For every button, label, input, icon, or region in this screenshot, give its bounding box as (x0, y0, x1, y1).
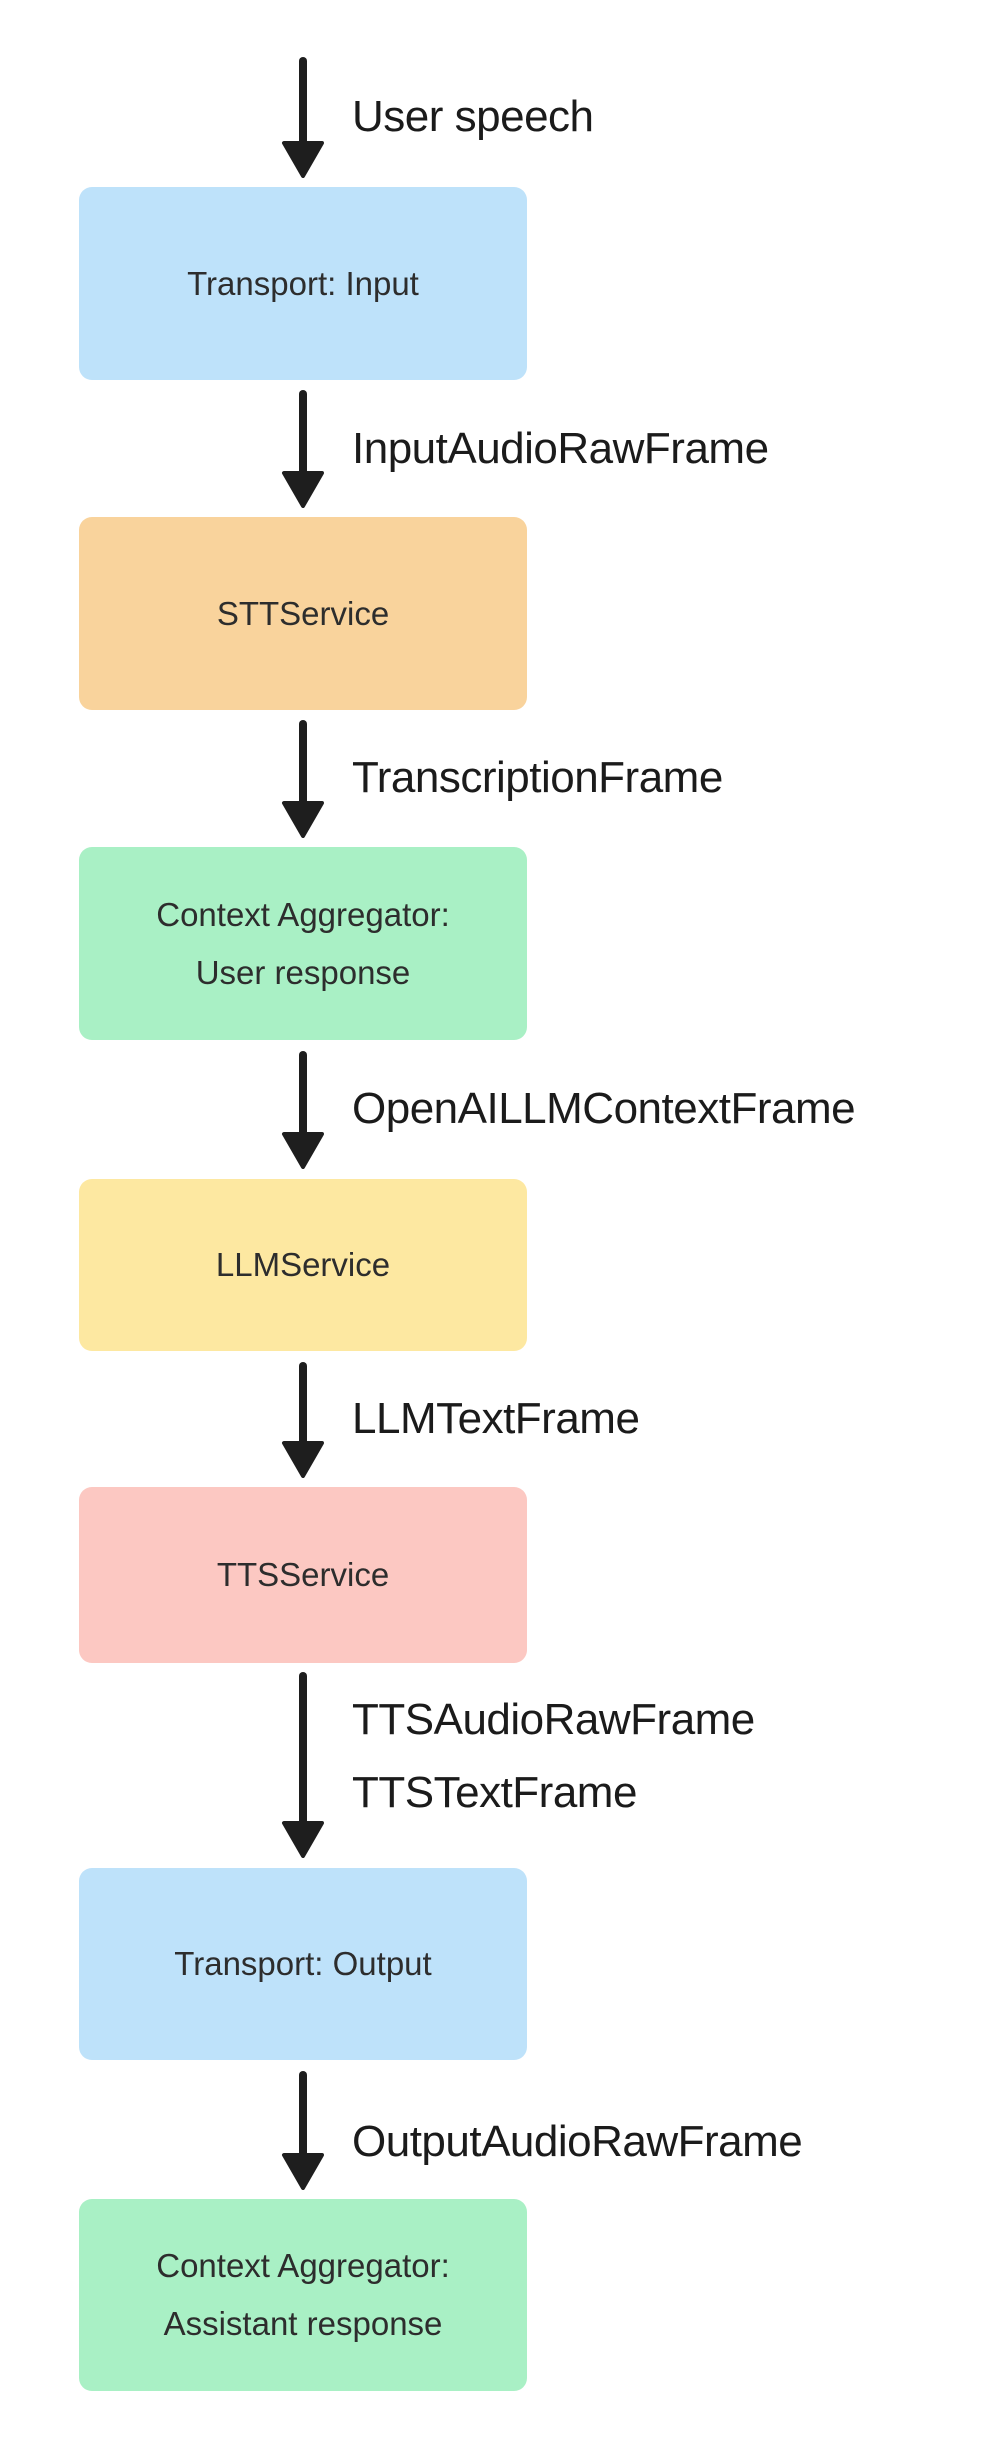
node-label: LLMService (215, 1246, 391, 1283)
node-label: TTSService (216, 1556, 390, 1593)
node-label-line2: Assistant response (163, 2305, 443, 2342)
node-context-aggregator-assistant: Context Aggregator: Assistant response (79, 2199, 527, 2391)
down-arrow-icon (281, 1050, 325, 1169)
down-arrow-icon (281, 719, 325, 838)
node-label: STTService (216, 594, 390, 632)
down-arrow-icon (281, 1361, 325, 1478)
edge-label-tts-frames: TTSAudioRawFrame TTSTextFrame (352, 1694, 755, 1819)
node-transport-output: Transport: Output (79, 1868, 527, 2060)
node-context-aggregator-user: Context Aggregator: User response (79, 847, 527, 1040)
edge-label-text: User speech (352, 92, 594, 141)
down-arrow-icon (282, 390, 324, 508)
node-label: Context Aggregator: (156, 895, 450, 933)
node-label: Transport: Output (174, 1945, 432, 1982)
edge-label-transcription-frame: TranscriptionFrame (352, 752, 723, 804)
edge-label-output-audio-raw-frame: OutputAudioRawFrame (352, 2116, 803, 2168)
down-arrow-icon (282, 57, 324, 178)
down-arrow-icon (282, 1672, 324, 1858)
node-llm-service: LLMService (79, 1179, 527, 1351)
down-arrow-icon (282, 1051, 324, 1169)
down-arrow-icon (282, 2071, 324, 2190)
edge-label-text: OutputAudioRawFrame (352, 2117, 803, 2166)
edge-label-user-speech: User speech (352, 91, 594, 143)
node-label: Transport: Input (187, 264, 419, 302)
edge-label-text: LLMTextFrame (352, 1394, 640, 1443)
node-label: Context Aggregator: (156, 2247, 450, 2284)
node-transport-input: Transport: Input (79, 187, 527, 380)
down-arrow-icon (281, 56, 325, 178)
down-arrow-icon (282, 720, 324, 838)
down-arrow-icon (281, 1671, 325, 1858)
edge-label-text: InputAudioRawFrame (352, 424, 769, 473)
node-stt-service: STTService (79, 517, 527, 710)
edge-label-text: OpenAILLMContextFrame (352, 1084, 856, 1133)
down-arrow-icon (281, 2070, 325, 2190)
edge-label-openai-llm-context-frame: OpenAILLMContextFrame (352, 1083, 856, 1135)
node-tts-service: TTSService (79, 1487, 527, 1663)
edge-label-text-line2: TTSTextFrame (352, 1768, 637, 1817)
edge-label-text: TTSAudioRawFrame (352, 1695, 755, 1744)
edge-label-text: TranscriptionFrame (352, 753, 723, 802)
edge-label-llm-text-frame: LLMTextFrame (352, 1393, 640, 1445)
down-arrow-icon (282, 1362, 324, 1478)
edge-label-input-audio-raw-frame: InputAudioRawFrame (352, 423, 769, 475)
node-label-line2: User response (195, 953, 411, 991)
down-arrow-icon (281, 389, 325, 508)
